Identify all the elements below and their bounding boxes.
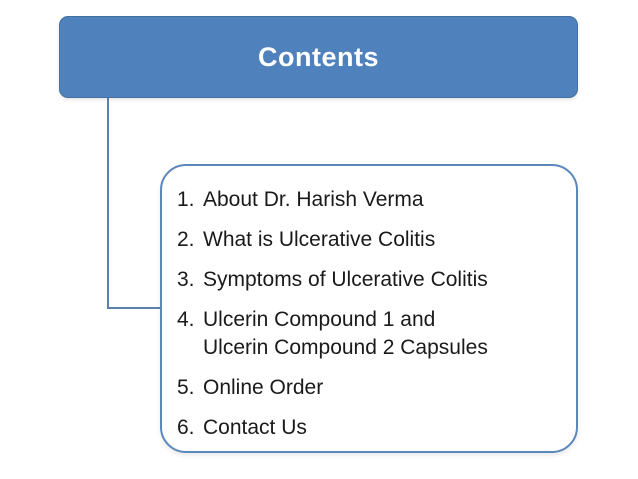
list-item-text: Contact Us: [203, 416, 307, 439]
contents-list-item: 1. About Dr. Harish Verma: [177, 186, 566, 214]
contents-list-item: 3. Symptoms of Ulcerative Colitis: [177, 266, 566, 294]
list-item-number: 5.: [177, 376, 195, 399]
list-item-number: 6.: [177, 416, 195, 439]
connector-line-vertical: [107, 98, 109, 309]
list-item-number: 2.: [177, 228, 195, 251]
contents-list-box: 1. About Dr. Harish Verma 2. What is Ulc…: [160, 164, 578, 453]
list-item-text: What is Ulcerative Colitis: [203, 228, 436, 251]
contents-list-item: 5. Online Order: [177, 374, 566, 402]
contents-list: 1. About Dr. Harish Verma 2. What is Ulc…: [162, 166, 576, 442]
connector-line-horizontal: [107, 307, 161, 309]
list-item-number: 4.: [177, 308, 195, 331]
list-item-text: Ulcerin Compound 1 and Ulcerin Compound …: [203, 308, 488, 359]
contents-list-item: 4. Ulcerin Compound 1 and Ulcerin Compou…: [177, 306, 566, 362]
contents-list-item: 2. What is Ulcerative Colitis: [177, 226, 566, 254]
list-item-text: Symptoms of Ulcerative Colitis: [203, 268, 488, 291]
list-item-number: 3.: [177, 268, 195, 291]
slide-title: Contents: [258, 41, 379, 72]
list-item-number: 1.: [177, 188, 195, 211]
contents-list-item: 6. Contact Us: [177, 414, 566, 442]
list-item-text: Online Order: [203, 376, 324, 399]
list-item-text: About Dr. Harish Verma: [203, 188, 424, 211]
contents-title-box: Contents: [59, 16, 578, 98]
